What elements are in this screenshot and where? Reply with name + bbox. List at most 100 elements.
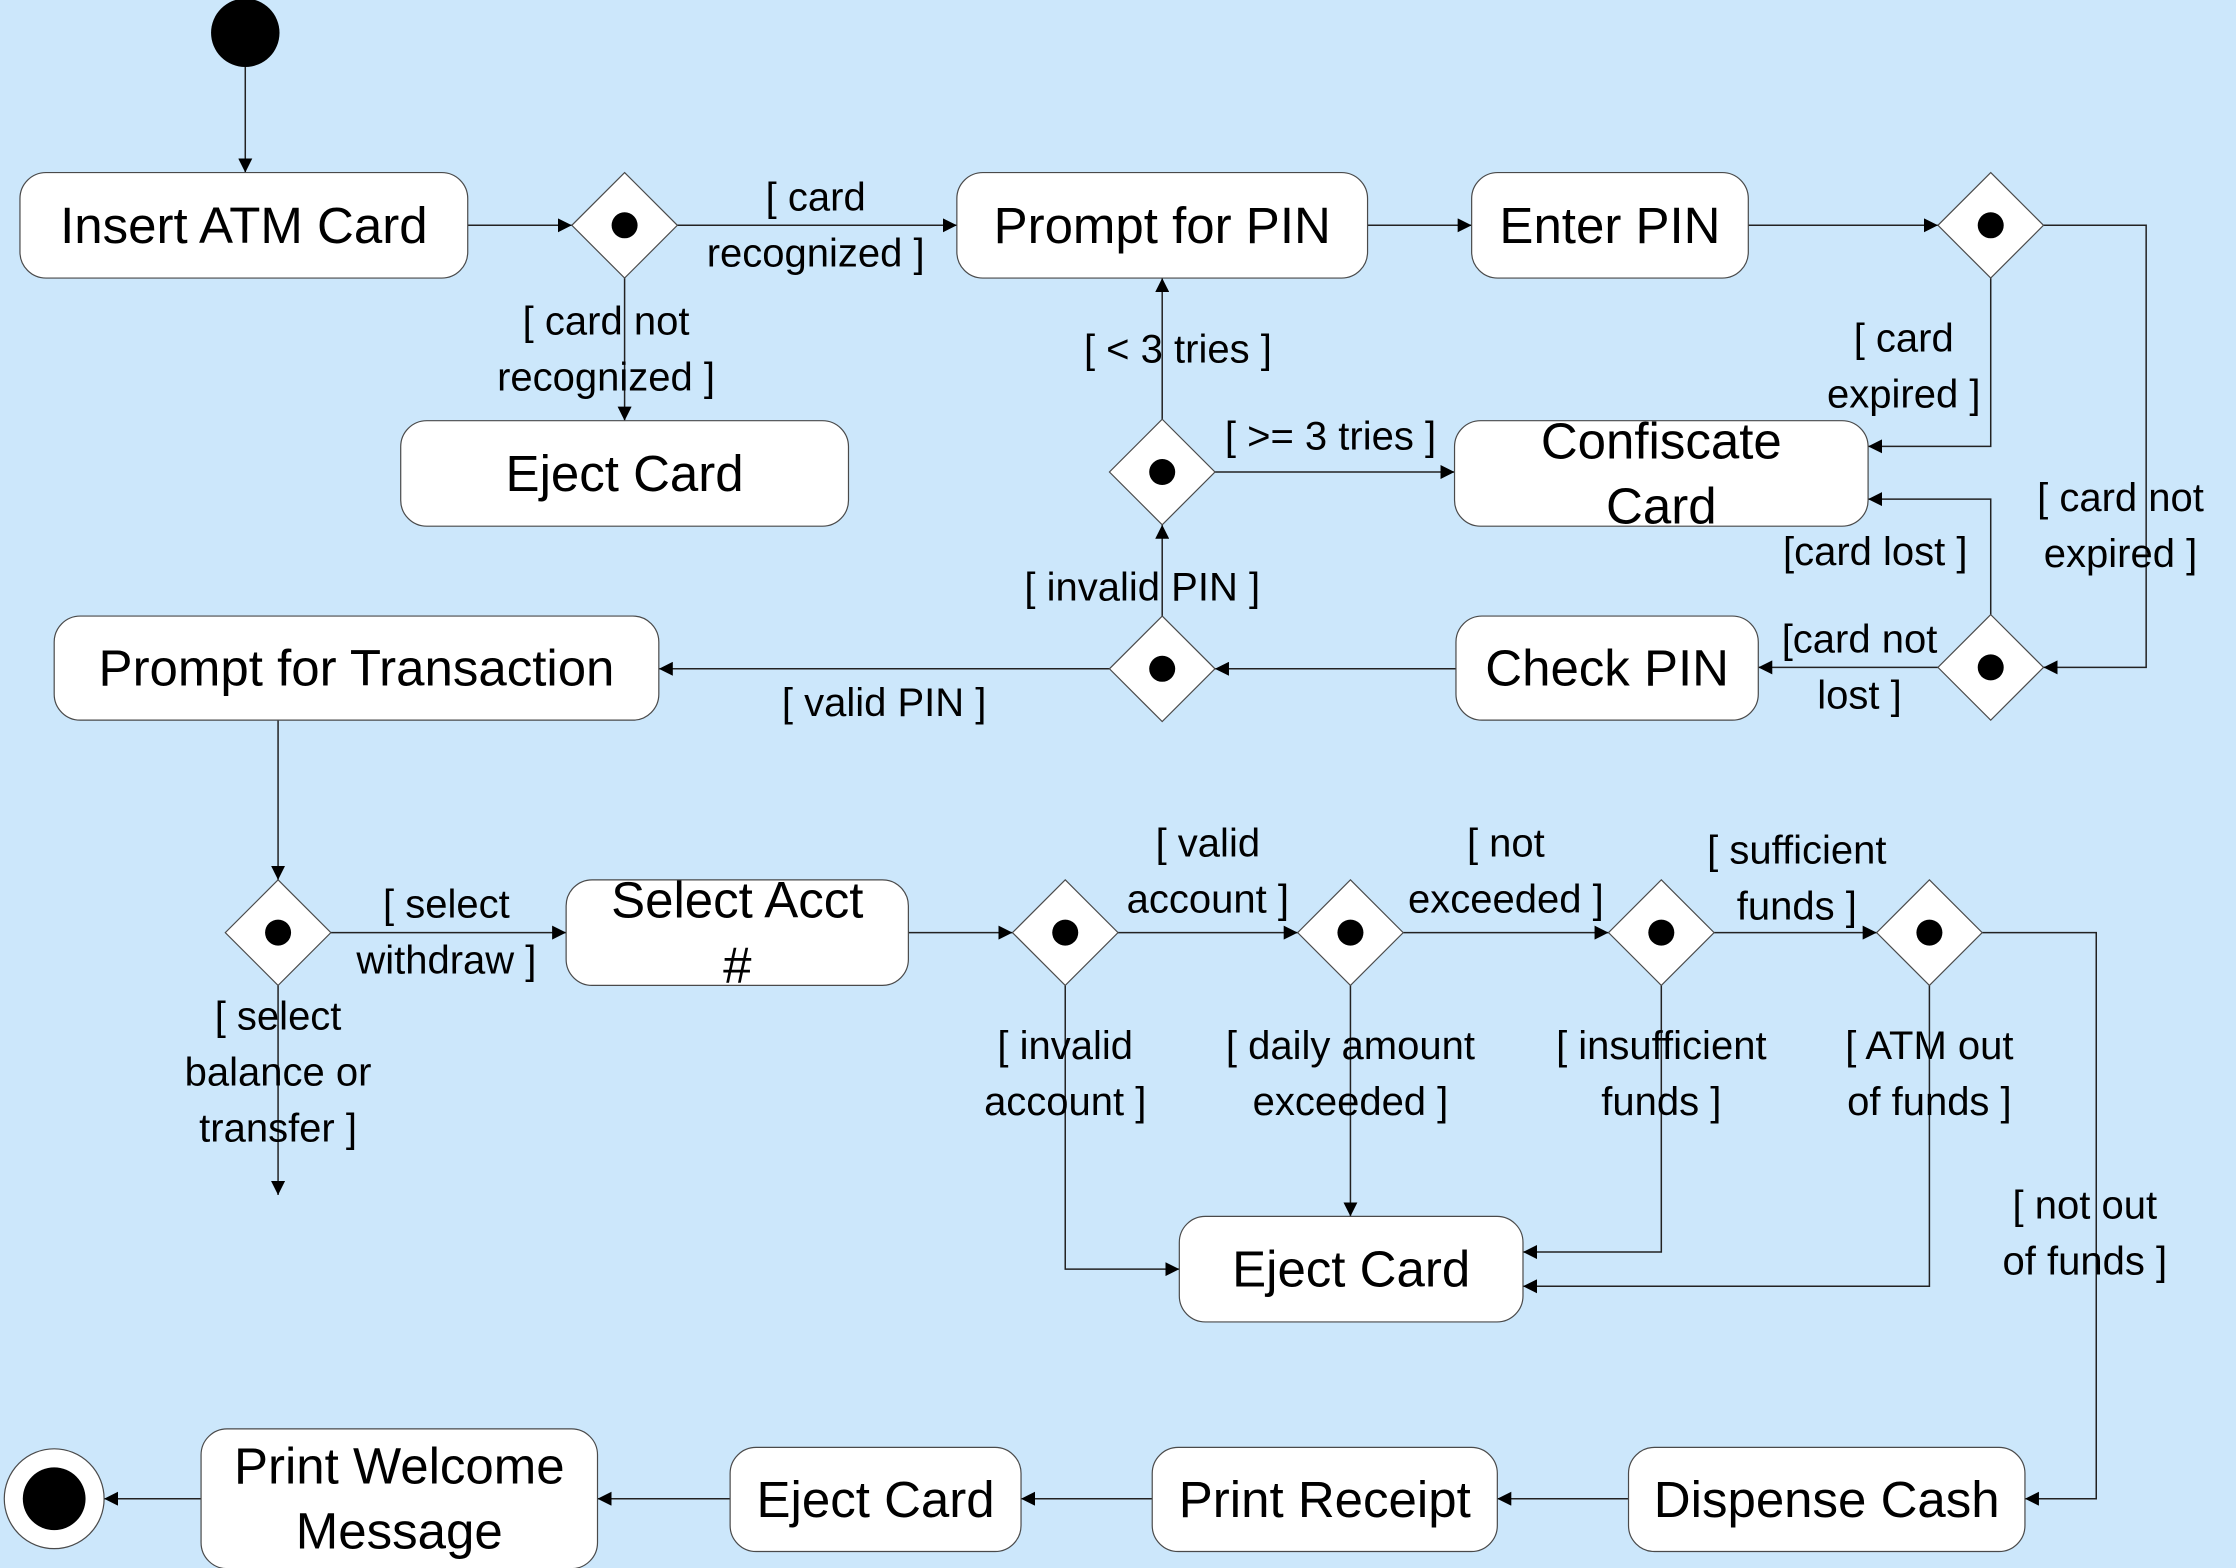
activity-prompt-pin-text-0: Prompt for PIN — [994, 197, 1331, 254]
guard-valid-account: [ valid account ] — [1127, 821, 1289, 921]
guard-card-lost-text-0: [card lost ] — [1783, 530, 1968, 574]
guard-insufficient-funds-text-1: funds ] — [1601, 1080, 1721, 1124]
activity-select-acct-text-0: Select Acct — [611, 872, 863, 929]
activity-prompt-transaction: Prompt for Transaction — [53, 615, 660, 721]
decision-tries — [1108, 418, 1216, 526]
guard-atm-out: [ ATM out of funds ] — [1845, 1024, 2013, 1124]
guard-select-balance-text-2: transfer ] — [199, 1106, 357, 1150]
activity-eject-card-2-text-0: Eject Card — [1232, 1241, 1470, 1298]
edge-invalid-eject — [1064, 985, 1180, 1277]
activity-print-receipt-text-0: Print Receipt — [1179, 1471, 1471, 1528]
final-node — [3, 1448, 105, 1550]
activity-eject-card-3-text-0: Eject Card — [757, 1471, 995, 1528]
edge-insufficient-eject — [1522, 985, 1663, 1260]
decision-card-lost — [1937, 613, 2045, 721]
activity-check-pin-text-0: Check PIN — [1485, 640, 1729, 697]
guard-not-exceeded-text-1: exceeded ] — [1408, 877, 1604, 921]
edge-lost-confiscate — [1868, 492, 1992, 615]
guard-daily-exceeded-text-0: [ daily amount — [1226, 1024, 1475, 1068]
guard-card-not-expired: [ card not expired ] — [2037, 476, 2204, 576]
guard-valid-account-text-1: account ] — [1127, 877, 1289, 921]
guard-insufficient-funds: [ insufficient funds ] — [1556, 1024, 1767, 1124]
activity-prompt-pin: Prompt for PIN — [956, 171, 1369, 279]
guard-not-out-text-0: [ not out — [2013, 1184, 2158, 1228]
guard-select-withdraw-text-1: withdraw ] — [355, 939, 536, 983]
guard-select-balance-text-1: balance or — [185, 1050, 372, 1094]
activity-eject-card-2: Eject Card — [1178, 1215, 1524, 1323]
activity-select-acct: Select Acct # — [565, 872, 909, 994]
guard-invalid-pin-text-0: [ invalid PIN ] — [1024, 566, 1260, 610]
edge-not-expired-loop — [2043, 224, 2147, 675]
guard-card-not-expired-text-1: expired ] — [2044, 532, 2197, 576]
guard-card-expired: [ card expired ] — [1827, 316, 1980, 416]
activity-eject-card-1: Eject Card — [400, 420, 850, 527]
activity-confiscate-card-text-1: Card — [1606, 477, 1717, 534]
guard-daily-exceeded: [ daily amount exceeded ] — [1226, 1024, 1475, 1124]
guard-invalid-account-text-0: [ invalid — [997, 1024, 1133, 1068]
guard-not-out: [ not out of funds ] — [2003, 1184, 2168, 1284]
activity-prompt-transaction-text-0: Prompt for Transaction — [99, 640, 615, 697]
activity-dispense-cash: Dispense Cash — [1627, 1446, 2026, 1553]
activity-print-welcome-text-1: Message — [296, 1503, 503, 1560]
activity-select-acct-text-1: # — [723, 937, 752, 994]
edge-expired-confiscate — [1868, 278, 1992, 454]
activity-enter-pin-text-0: Enter PIN — [1499, 197, 1720, 254]
guard-invalid-account-text-1: account ] — [984, 1080, 1146, 1124]
guard-valid-pin-text-0: [ valid PIN ] — [782, 681, 987, 725]
activity-enter-pin: Enter PIN — [1471, 171, 1749, 279]
activity-confiscate-card-text-0: Confiscate — [1541, 412, 1782, 469]
guard-invalid-pin: [ invalid PIN ] — [1024, 566, 1260, 610]
guard-not-exceeded: [ not exceeded ] — [1408, 821, 1604, 921]
guard-select-balance-text-0: [ select — [215, 994, 342, 1038]
activity-insert-card-text-0: Insert ATM Card — [60, 197, 427, 254]
decision-daily-limit — [1296, 879, 1405, 987]
guard-invalid-account: [ invalid account ] — [984, 1024, 1146, 1124]
guard-select-withdraw: [ select withdraw ] — [355, 883, 536, 983]
decision-card-recognized — [570, 171, 679, 279]
guard-card-not-lost-text-0: [card not — [1782, 617, 1938, 661]
activity-check-pin: Check PIN — [1455, 615, 1759, 721]
guard-atm-out-text-1: of funds ] — [1847, 1080, 2012, 1124]
initial-node — [211, 0, 280, 68]
guard-insufficient-funds-text-0: [ insufficient — [1556, 1024, 1767, 1068]
activity-eject-card-1-text-0: Eject Card — [506, 445, 744, 502]
guard-card-lost: [card lost ] — [1783, 530, 1968, 574]
activity-dispense-cash-text-0: Dispense Cash — [1654, 1471, 2000, 1528]
guard-atm-out-text-0: [ ATM out — [1845, 1024, 2013, 1068]
guard-select-balance: [ select balance or transfer ] — [185, 994, 372, 1150]
decision-card-expired — [1937, 171, 2045, 279]
guard-lt-3-tries-text-0: [ < 3 tries ] — [1084, 327, 1272, 371]
guard-card-expired-text-0: [ card — [1854, 316, 1954, 360]
guard-card-recognized-text-0: [ card — [766, 175, 866, 219]
guard-gte-3-tries-text-0: [ >= 3 tries ] — [1225, 414, 1436, 458]
guard-lt-3-tries: [ < 3 tries ] — [1084, 327, 1272, 371]
decision-sufficient-funds — [1607, 879, 1715, 987]
activity-print-welcome-text-0: Print Welcome — [234, 1438, 565, 1495]
guard-not-out-text-1: of funds ] — [2003, 1240, 2168, 1284]
edge-atm-out-eject — [1522, 985, 1931, 1294]
guard-card-not-recognized-text-1: recognized ] — [497, 355, 715, 399]
guard-card-not-lost: [card not lost ] — [1782, 617, 1938, 717]
decision-atm-funds — [1875, 879, 1984, 987]
activity-print-receipt: Print Receipt — [1151, 1446, 1498, 1553]
activity-insert-card: Insert ATM Card — [19, 171, 469, 279]
activity-eject-card-3: Eject Card — [729, 1446, 1022, 1553]
guard-select-withdraw-text-0: [ select — [383, 883, 510, 927]
guard-valid-pin: [ valid PIN ] — [782, 681, 987, 725]
guard-card-recognized: [ card recognized ] — [707, 175, 925, 275]
edge-not-out-dispense — [1982, 931, 2097, 1506]
decision-valid-pin — [1108, 615, 1216, 723]
guard-valid-account-text-0: [ valid — [1156, 821, 1261, 865]
guard-card-recognized-text-1: recognized ] — [707, 231, 925, 275]
guard-daily-exceeded-text-1: exceeded ] — [1253, 1080, 1449, 1124]
guard-card-not-lost-text-1: lost ] — [1817, 673, 1901, 717]
guard-sufficient-funds-text-0: [ sufficient — [1707, 828, 1886, 872]
guard-card-not-expired-text-0: [ card not — [2037, 476, 2204, 520]
decision-transaction-type — [224, 879, 332, 987]
guard-not-exceeded-text-0: [ not — [1467, 821, 1545, 865]
guard-card-expired-text-1: expired ] — [1827, 372, 1980, 416]
